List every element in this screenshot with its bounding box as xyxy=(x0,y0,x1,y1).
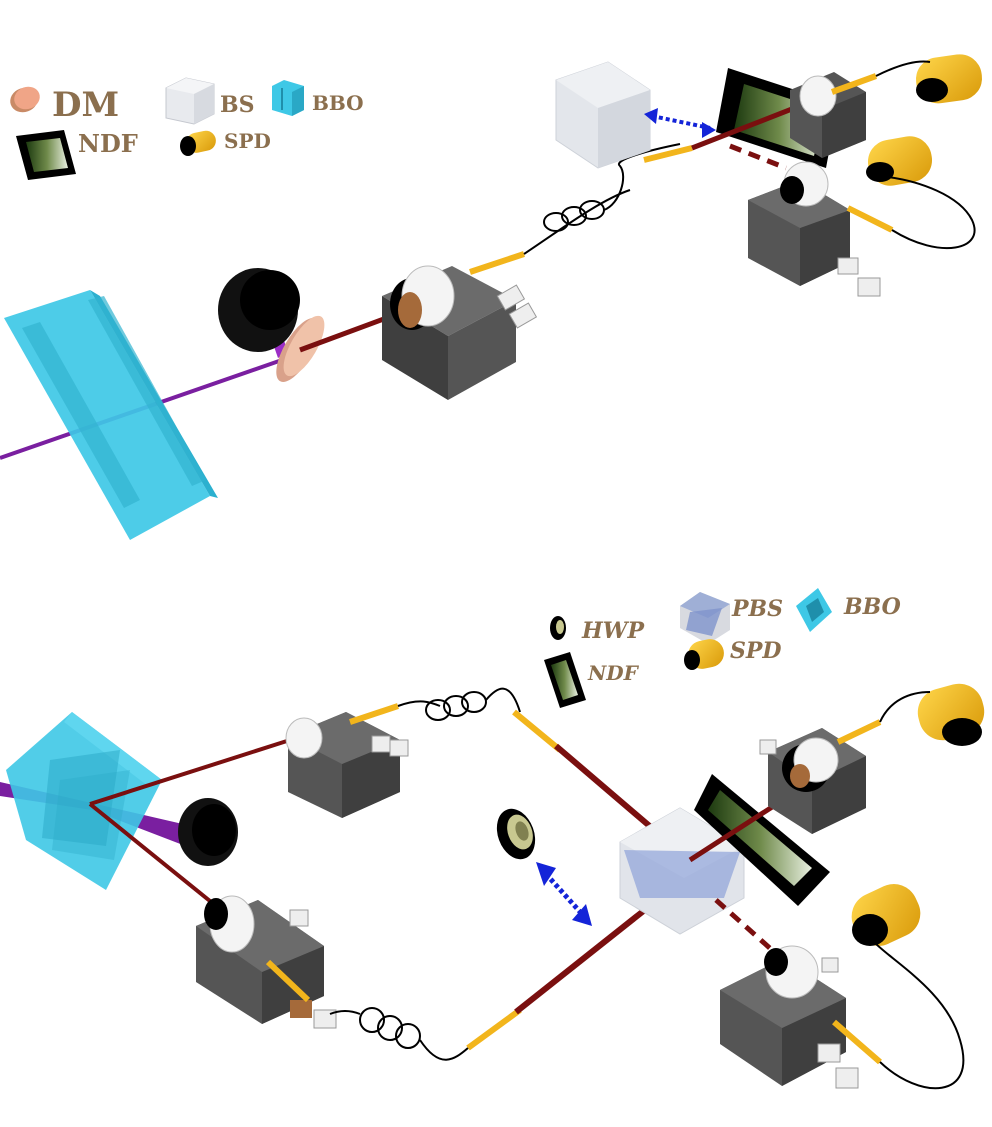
fiber-coupler-mount-top-right-2 xyxy=(748,161,894,297)
translation-arrow-top xyxy=(644,108,716,138)
half-wave-plate-icon xyxy=(550,616,566,640)
bbo-crystal-icon xyxy=(272,80,304,116)
legend-pbs-label: PBS xyxy=(731,596,783,622)
fiber-loops-bottom-lower xyxy=(329,1007,469,1061)
fiber-coupler-mount-bottom-upper-left xyxy=(285,703,409,818)
top-panel: DM BS BBO NDF SPD xyxy=(0,54,983,540)
legend-bbo-label: BBO xyxy=(312,91,364,115)
fiber-connector-top-2 xyxy=(643,145,693,163)
neutral-density-filter-bottom xyxy=(694,774,830,906)
neutral-density-filter-icon xyxy=(16,130,76,180)
single-photon-detector-top-1 xyxy=(915,54,983,104)
polarizing-beam-splitter-bottom xyxy=(619,807,745,935)
top-legend: DM BS BBO NDF SPD xyxy=(10,77,364,180)
fiber-coupler-mount-bottom-lower-right xyxy=(720,945,882,1089)
beam-splitter-top xyxy=(555,61,651,169)
legend-hwp-label: HWP xyxy=(581,618,645,644)
legend-dm-label: DM xyxy=(52,85,119,125)
bottom-legend: HWP PBS BBO NDF SPD xyxy=(544,588,901,708)
beam-splitter-icon xyxy=(165,77,215,125)
bottom-panel: HWP PBS BBO NDF SPD xyxy=(0,588,985,1090)
photon-beam-bottom-upper xyxy=(89,738,291,806)
single-photon-detector-icon-bottom xyxy=(684,639,724,670)
single-photon-detector-icon xyxy=(180,130,216,156)
dichroic-mirror-icon xyxy=(10,86,40,113)
fiber-loops-bottom-upper xyxy=(397,687,521,721)
fiber-connector-bottom-lower xyxy=(466,1007,522,1051)
detector-cable-bottom-2 xyxy=(871,939,965,1090)
polarizing-beam-splitter-icon xyxy=(680,592,730,644)
legend-ndf-label-bottom: NDF xyxy=(587,661,640,685)
single-photon-detector-bottom-2 xyxy=(851,884,921,946)
bbo-crystal-icon-bottom xyxy=(796,588,832,632)
fiber-coupler-mount-bottom-upper-right xyxy=(759,719,882,834)
beam-dump-top xyxy=(218,268,300,352)
legend-spd-label-bottom: SPD xyxy=(730,638,782,664)
fiber-coupler-mount-bottom-lower-left xyxy=(196,895,337,1029)
single-photon-detector-bottom-1 xyxy=(917,683,985,746)
legend-bbo-label-bottom: BBO xyxy=(843,594,901,620)
fiber-connector-top xyxy=(469,251,525,275)
fiber-coupler-mount-top-right-1 xyxy=(790,72,878,158)
photon-beam-bottom-dashed xyxy=(714,898,774,952)
photon-beam-bottom-lower xyxy=(88,802,228,916)
legend-ndf-label: NDF xyxy=(78,129,138,158)
fiber-loops-top xyxy=(523,143,681,255)
single-photon-detector-top-2 xyxy=(866,136,933,186)
photon-beam-top-dashed xyxy=(729,143,787,171)
detector-cable-top-2 xyxy=(879,175,976,250)
detector-cable-bottom-1 xyxy=(879,691,931,723)
bbo-crystal-bottom xyxy=(6,712,162,890)
beam-dump-bottom xyxy=(178,798,238,866)
fiber-connector-bottom-upper xyxy=(512,709,562,753)
fiber-coupler-mount-top xyxy=(382,265,538,400)
translation-arrow-bottom xyxy=(536,862,592,926)
legend-bs-label: BS xyxy=(220,92,254,118)
detector-cable-top-1 xyxy=(875,60,931,77)
legend-spd-label: SPD xyxy=(224,129,271,153)
half-wave-plate-bottom xyxy=(496,808,536,860)
neutral-density-filter-icon-bottom xyxy=(544,652,586,708)
bbo-crystal-top xyxy=(4,290,218,540)
